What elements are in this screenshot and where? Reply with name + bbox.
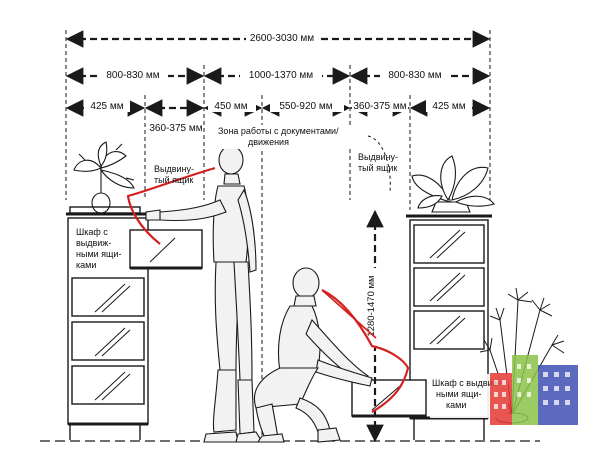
standing-person-figure [145,145,263,443]
dim-right-section: 800-830 мм [388,70,441,81]
dim-vertical-reach: 1280-1470 мм [366,275,377,336]
dim-left-drawer-reach: 360-375 мм [149,123,202,134]
dim-middle-section: 1000-1370 мм [249,70,313,81]
vertical-reach-dimension: 1280-1470 мм [364,209,384,443]
dim-left-pass: 450 мм [214,101,247,112]
right-plant [411,155,495,213]
dimension-labels: 2600-3030 мм 800-830 мм 1000-1370 мм 800… [84,31,472,134]
work-zone-label: Зона работы с документами/ движения [216,125,356,149]
left-cabinet-line3: ными ящи- [76,249,121,259]
left-cabinet-label: Шкаф с выдвиж- ными ящи- ками [74,225,128,273]
left-cabinet [66,206,203,440]
dim-left-section: 800-830 мм [106,70,159,81]
reach-arc-crouching [321,289,410,413]
left-drawer-line2: тый ящик [154,175,193,185]
left-cabinet-line1: Шкаф с [76,227,108,237]
reach-arcs [126,166,410,413]
right-cabinet-line1: Шкаф с выдвиж- [432,378,502,388]
left-drawer-line1: Выдвину- [154,164,194,174]
dim-right-cabinet-depth: 425 мм [432,101,465,112]
right-cabinet-line2: ными ящи- [436,389,481,399]
dim-right-pass: 360-375 мм [353,101,406,112]
dim-left-cabinet-depth: 425 мм [90,101,123,112]
dim-total: 2600-3030 мм [250,33,314,44]
work-zone-line2: движения [248,137,289,147]
right-drawer-label: Выдвину- тый ящик [358,152,398,173]
dim-work-zone: 550-920 мм [279,101,332,112]
watermark-logo [490,355,578,425]
left-cabinet-line4: ками [76,260,96,270]
left-cabinet-line2: выдвиж- [76,238,111,248]
reach-arc-standing [126,166,216,245]
crouching-person-figure [254,267,373,443]
right-drawer-line2: тый ящик [358,163,397,173]
right-cabinet-line3: ками [446,400,466,410]
work-zone-line1: Зона работы с документами/ [218,126,339,136]
left-plant-vase [73,141,135,214]
left-drawer-label: Выдвину- тый ящик [154,164,194,185]
right-drawer-line1: Выдвину- [358,152,398,162]
